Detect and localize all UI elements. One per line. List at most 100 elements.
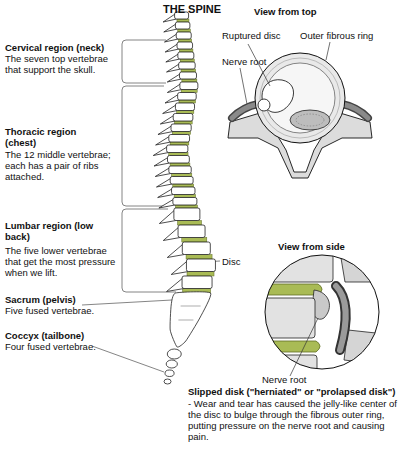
region-heading: Thoracic region (chest)	[5, 126, 95, 148]
vertebra	[170, 177, 193, 185]
vertebra	[179, 72, 196, 79]
coccyx-segment	[165, 370, 174, 377]
cervical-bracket	[122, 40, 166, 83]
vertebra	[182, 276, 212, 289]
vertebra	[178, 225, 205, 238]
disc	[172, 132, 190, 135]
region-note: The seven top vertebrae that support the…	[5, 53, 120, 75]
note-heading: Slipped disk ("herniated" or "prolapsed …	[188, 386, 400, 397]
vertebra	[173, 198, 197, 206]
vertebra	[171, 124, 191, 132]
disc	[182, 238, 207, 243]
spinous-process	[171, 260, 188, 275]
nerve-root	[232, 104, 258, 118]
vertebra	[174, 208, 200, 221]
leader-line	[82, 300, 172, 305]
nerve-root	[336, 286, 346, 350]
vertebra	[186, 259, 215, 272]
spinous-process	[159, 209, 176, 224]
part-label: Nerve root	[222, 56, 282, 67]
disc	[179, 100, 196, 103]
disc	[175, 205, 197, 208]
vertebra	[182, 242, 210, 255]
spinous-process	[167, 277, 185, 292]
disc-bulge	[258, 99, 270, 111]
disc	[255, 284, 322, 295]
disc	[180, 59, 194, 62]
vertebra	[175, 22, 190, 29]
region-note: The five lower vertebrae that get the mo…	[5, 245, 123, 278]
spinal-canal	[290, 110, 330, 130]
vertebra	[167, 145, 188, 153]
disc	[174, 195, 195, 198]
disc	[181, 90, 197, 93]
leader-line	[290, 318, 318, 376]
region-brackets	[82, 40, 220, 372]
page-title: THE SPINE	[163, 3, 221, 15]
disc	[175, 121, 193, 124]
vertebra	[178, 93, 197, 101]
vertebra	[172, 187, 195, 195]
disc	[181, 69, 196, 72]
vertebra	[169, 166, 191, 174]
side-view-content	[255, 248, 385, 385]
spinous-process	[163, 226, 180, 241]
ring-layer	[260, 58, 340, 138]
coccyx-segment	[164, 379, 171, 384]
vertebra	[177, 42, 193, 49]
vertebra-process	[340, 252, 385, 282]
side-view	[255, 248, 385, 385]
sacrum	[170, 292, 211, 347]
disc	[179, 49, 193, 52]
nerve-root	[342, 104, 368, 118]
disc	[178, 29, 191, 32]
lumbar-bracket	[122, 209, 176, 292]
vertebra-body	[255, 298, 315, 338]
nerve-root	[232, 104, 258, 118]
outer-fibrous-ring	[255, 53, 345, 143]
view-heading: View from top	[254, 6, 374, 17]
disc	[178, 221, 202, 226]
nerve-root	[342, 104, 368, 118]
thoracic-bracket	[122, 86, 168, 206]
region-heading: Sacrum (pelvis)	[5, 294, 115, 305]
disc	[170, 163, 190, 166]
note-text: - Wear and tear has caused the jelly-lik…	[188, 398, 398, 442]
vertebra	[173, 114, 193, 122]
disc	[177, 111, 194, 114]
region-note: The 12 middle vertebrae; each has a pair…	[5, 149, 123, 182]
disc	[170, 142, 189, 145]
view-heading: View from side	[278, 241, 388, 252]
disc	[171, 174, 191, 177]
region-note: Four fused vertebrae.	[5, 341, 115, 352]
part-label: Outer fibrous ring	[300, 30, 398, 41]
spinous-process	[167, 243, 184, 258]
region-note: Five fused vertebrae.	[5, 305, 115, 316]
vertebra	[169, 135, 190, 143]
coccyx-segment	[166, 360, 177, 368]
part-label: Ruptured disc	[222, 30, 297, 41]
disc	[179, 39, 192, 42]
leader-line	[92, 346, 164, 372]
region-heading: Coccyx (tailbone)	[5, 330, 115, 341]
leader-line	[326, 42, 330, 60]
part-label: Disc	[222, 256, 262, 267]
spine-illustration	[153, 12, 215, 384]
vertebra-process	[344, 330, 385, 365]
disc	[169, 153, 188, 156]
disc	[182, 79, 197, 82]
vertebra	[175, 103, 194, 111]
region-heading: Cervical region (neck)	[5, 42, 120, 53]
coccyx-segment	[167, 349, 181, 359]
vertebra-body	[255, 248, 333, 282]
vertebra	[179, 62, 196, 69]
disc	[173, 184, 194, 187]
disc	[177, 19, 189, 22]
side-view-circle	[265, 255, 379, 369]
part-label: Nerve root	[262, 374, 332, 385]
leader-line	[240, 68, 247, 104]
vertebra	[178, 52, 194, 59]
disc	[255, 341, 320, 352]
vertebra	[168, 156, 190, 164]
